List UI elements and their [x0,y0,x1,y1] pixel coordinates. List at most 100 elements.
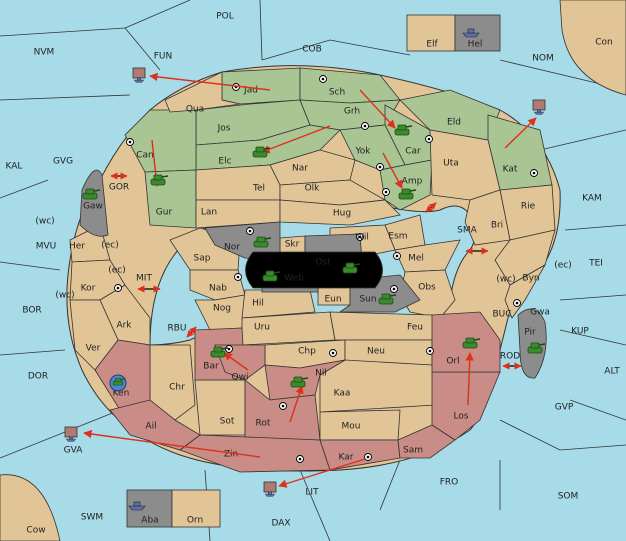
order-arrow-kat-ovd [504,117,537,149]
order-arrow-grh-elc [261,125,331,154]
label-bar: Bar [203,362,219,372]
fleet-icon[interactable] [132,67,146,83]
label-aba: Aba [141,516,158,526]
supply-center-icon [361,122,369,130]
label-hil: Hil [252,299,264,309]
label-gwa: Gwa [530,308,550,318]
fleet-icon[interactable] [532,99,546,115]
land-Ken[interactable] [94,339,151,411]
label-rie: Rie [521,202,536,212]
label-mel: Mel [408,254,424,264]
land-Qua[interactable] [164,71,241,113]
land-Sch[interactable] [299,67,401,104]
impassable-center [245,251,383,289]
coast-marker: (ec) [108,266,126,276]
label-mou: Mou [342,422,361,432]
supply-center-icon [234,273,242,281]
supply-center-icon [530,169,538,177]
supply-center-icon [356,233,364,241]
label-jad: Jad [243,86,258,96]
label-feu: Feu [407,323,423,333]
label-rbu: RBU [167,324,186,334]
label-rod: ROD [500,352,520,362]
label-pir: Pir [524,328,536,338]
island-box-aba-orn [126,489,221,528]
land-Bri[interactable] [464,189,511,246]
label-lan: Lan [201,208,217,218]
land-Sam[interactable] [397,424,456,459]
supply-center-icon [319,75,327,83]
supply-center-icon [390,285,398,293]
land-Tel[interactable] [195,164,281,201]
label-tei: TEI [588,259,603,269]
label-kor: Kor [81,284,96,294]
label-zin: Zin [224,450,238,460]
land-Orn[interactable] [171,489,221,528]
label-con: Con [595,38,613,48]
label-kam: KAM [582,194,602,204]
label-qua: Qua [186,105,204,115]
land-Gaw[interactable] [79,169,109,237]
label-jos: Jos [217,124,231,134]
label-esm: Esm [388,232,407,242]
label-gva: GVA [64,446,84,456]
label-kup: KUP [571,327,589,337]
label-gvg: GVG [53,157,73,167]
land-Kaa[interactable] [319,359,436,413]
supply-center-icon [114,284,122,292]
label-gaw: Gaw [83,202,103,212]
passage-markers [110,172,522,370]
label-elf: Elf [426,40,438,50]
order-arrow-jad-fun [149,72,271,91]
label-eun: Eun [324,295,341,305]
order-arrow-kar-lit [278,458,366,488]
order-arrow-sch-car [359,89,396,129]
land-Zin[interactable] [179,434,331,473]
label-dax: DAX [271,519,290,529]
supply-center-icon [513,299,521,307]
land-Mel[interactable] [394,239,461,273]
land-Can[interactable] [124,109,197,173]
land-Los[interactable] [431,371,501,441]
supply-center-icon [425,135,433,143]
fleet-icon[interactable] [64,426,78,442]
label-chp: Chp [298,347,316,357]
label-mvu: MVU [36,242,57,252]
fleet-icon[interactable] [109,374,127,392]
land-Sot[interactable] [194,379,246,436]
label-car: Car [405,147,421,157]
island-box-elf-hel [406,14,501,52]
label-eld: Eld [447,118,461,128]
label-nor: Nor [224,243,240,253]
label-sam: Sam [403,446,423,456]
label-ail: Ail [145,422,156,432]
label-gur: Gur [156,208,173,218]
label-kal: KAL [6,162,23,172]
label-swm: SWM [81,513,103,523]
label-ver: Ver [86,344,101,354]
label-nil: Nil [315,369,327,379]
label-byn: Byn [522,274,539,284]
label-sch: Sch [329,88,345,98]
land-Rot[interactable] [244,379,321,441]
order-arrows [83,72,537,488]
label-pol: POL [216,12,234,22]
label-bor: BOR [22,306,41,316]
passage-esm-icon [425,202,437,213]
supply-center-icon [126,138,134,146]
land-Elf[interactable] [406,14,456,52]
label-kaa: Kaa [334,389,351,399]
label-nog: Nog [213,304,231,314]
label-neu: Neu [367,347,385,357]
order-arrow-rot-nil [289,385,304,423]
label-ken: Ken [113,389,130,399]
supply-center-icon [364,453,372,461]
order-arrow-qwi-bar [223,352,249,371]
label-elc: Elc [218,157,231,167]
fleet-icon[interactable] [263,481,277,497]
label-uru: Uru [254,323,270,333]
land-Con[interactable] [559,0,626,96]
label-nom: NOM [532,54,554,64]
